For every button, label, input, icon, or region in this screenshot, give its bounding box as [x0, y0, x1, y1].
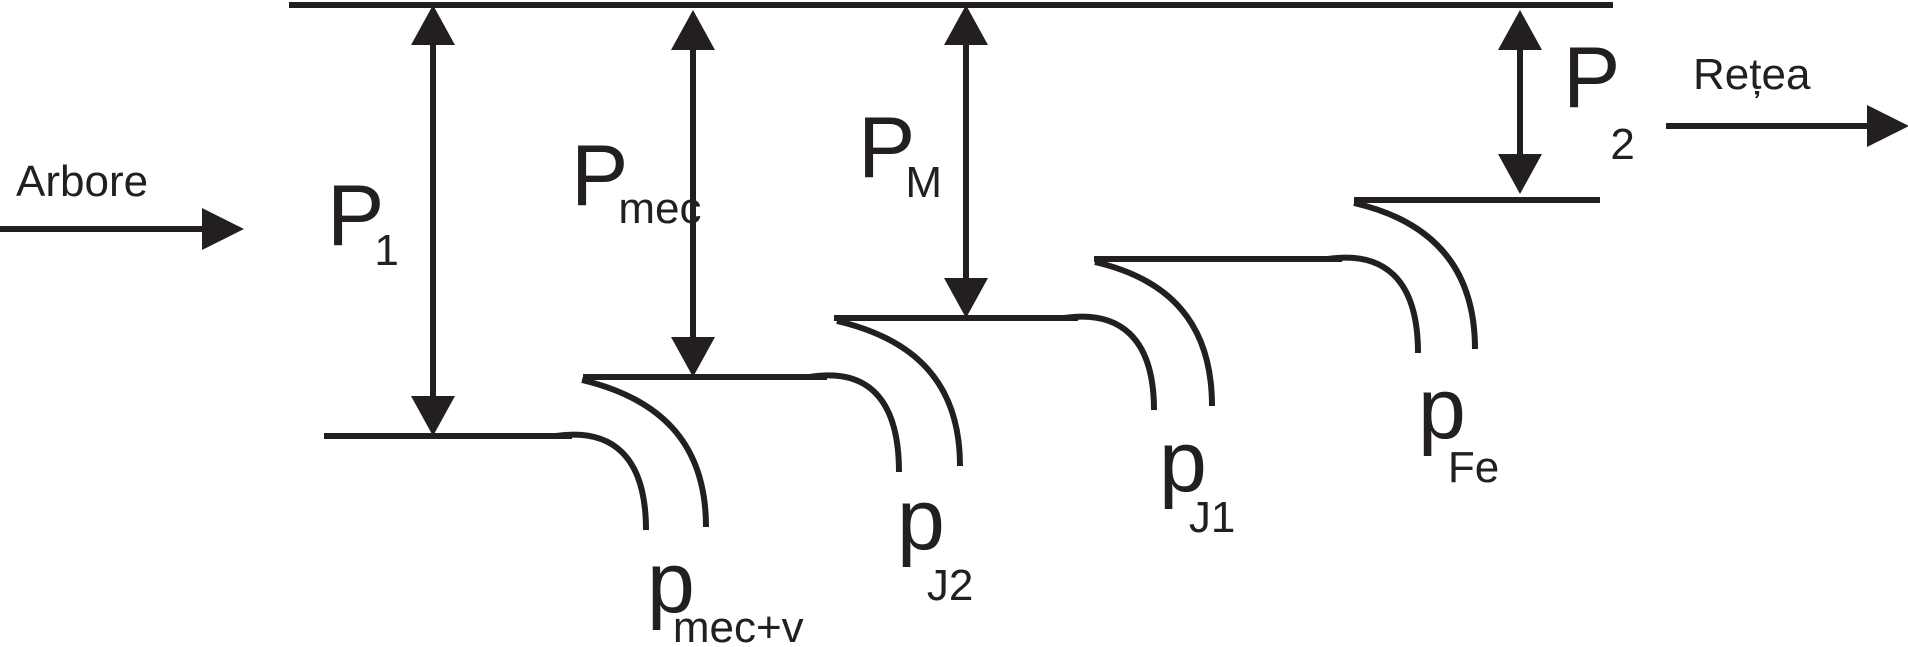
loss-j1-subscript: J1: [1189, 493, 1235, 542]
input-label: Arbore: [16, 157, 148, 206]
pm-label: PM: [858, 100, 942, 207]
pm-double-arrow: [944, 5, 988, 318]
pmec-symbol: P: [571, 128, 628, 224]
loss-fe-branch: [1327, 200, 1478, 354]
output-label: Rețea: [1693, 50, 1811, 99]
loss-mec-v-subscript: mec+v: [673, 603, 804, 647]
p1-subscript: 1: [374, 226, 398, 275]
loss-fe-subscript: Fe: [1448, 443, 1499, 492]
pmec-label: Pmec: [571, 128, 702, 233]
p1-double-arrow: [411, 5, 455, 436]
output-arrow: [1666, 105, 1908, 147]
loss-j1-symbol: p: [1159, 414, 1207, 510]
loss-j2-branch: [809, 318, 963, 473]
pmec-subscript: mec: [618, 184, 701, 233]
loss-j2-symbol: p: [897, 472, 945, 568]
p2-symbol: P: [1563, 30, 1620, 126]
p2-double-arrow: [1498, 10, 1542, 194]
loss-mec-v-symbol: p: [647, 535, 695, 631]
loss-mec-v-branch: [555, 377, 709, 531]
loss-j1-branch: [1063, 259, 1215, 411]
loss-j2-subscript: J2: [927, 561, 973, 610]
pm-subscript: M: [905, 158, 942, 207]
p1-label: P1: [327, 168, 399, 275]
p1-symbol: P: [327, 168, 384, 264]
loss-mec-v-label: pmec+v: [647, 535, 804, 647]
pm-symbol: P: [858, 100, 915, 196]
p2-subscript: 2: [1610, 120, 1634, 169]
input-arrow: [0, 208, 244, 250]
loss-fe-symbol: p: [1418, 361, 1466, 457]
pmec-double-arrow: [671, 10, 715, 377]
